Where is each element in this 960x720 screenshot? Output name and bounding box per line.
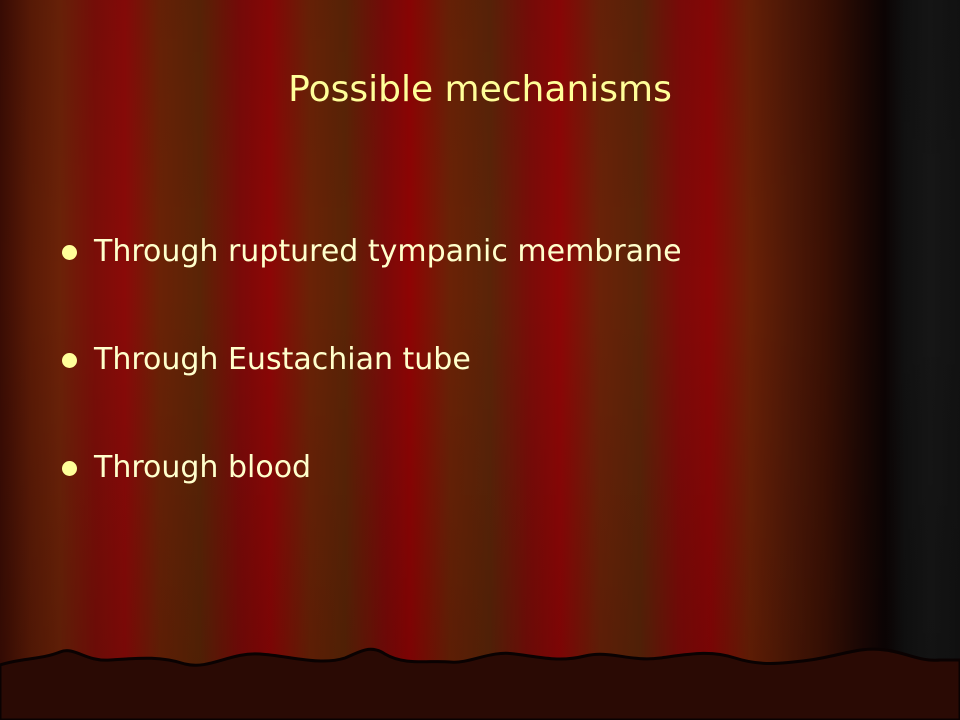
bullet-text: Through ruptured tympanic membrane — [94, 234, 682, 269]
bullet-item: Through ruptured tympanic membrane — [62, 228, 682, 276]
bullet-dot-icon — [62, 244, 77, 260]
bullet-text: Through blood — [94, 450, 312, 485]
curtain-hem — [0, 647, 960, 720]
bullet-dot-icon — [62, 460, 77, 476]
curtain-hem-floor — [0, 647, 960, 720]
slide-title: Possible mechanisms — [288, 69, 672, 110]
bullet-list: Through ruptured tympanic membrane Throu… — [62, 228, 682, 552]
bullet-dot-icon — [62, 352, 77, 368]
bullet-item: Through Eustachian tube — [62, 336, 682, 384]
bullet-text: Through Eustachian tube — [94, 342, 471, 377]
bullet-item: Through blood — [62, 444, 682, 492]
